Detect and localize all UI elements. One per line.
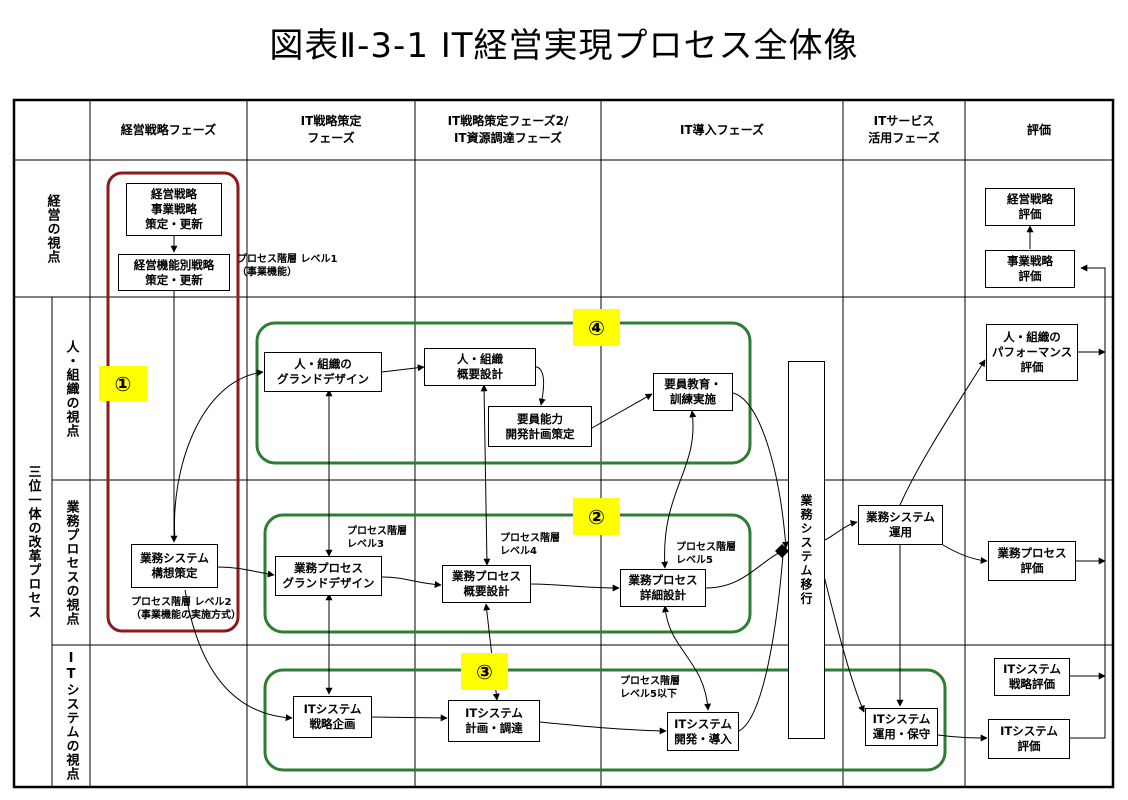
box-eval-biz-strategy: 事業戦略 評価	[985, 250, 1075, 288]
row-label-it: ITシステムの視点	[63, 651, 79, 781]
marker-4: ④	[573, 309, 620, 346]
box-mgmt-strategy: 経営戦略 事業戦略 策定・更新	[126, 183, 222, 236]
note-level2: プロセス階層 レベル2 （事業機能の実施方式）	[131, 597, 241, 621]
box-eval-it-strategy: ITシステム 戦略評価	[994, 658, 1070, 696]
box-func-strategy: 経営機能別戦略 策定・更新	[118, 254, 230, 291]
row-label-business: 業務プロセスの視点	[63, 499, 79, 626]
note-level4: プロセス階層 レベル4	[500, 533, 560, 557]
row-label-trinity: 三位一体の改革プロセス	[25, 465, 41, 619]
box-biz-grand-design: 業務プロセス グランドデザイン	[275, 556, 382, 596]
box-it-plan-procure: ITシステム 計画・調達	[448, 700, 540, 742]
box-biz-system-operation: 業務システム 運用	[858, 505, 943, 545]
group-3-outline	[263, 668, 947, 772]
box-staff-training: 要員教育・ 訓練実施	[653, 373, 733, 411]
header-phase-strategy: 経営戦略フェーズ	[120, 122, 217, 137]
header-phase-it-strategy: IT戦略策定 フェーズ	[300, 114, 362, 145]
box-biz-outline: 業務プロセス 概要設計	[442, 565, 531, 603]
note-level1: プロセス階層 レベル1 （事業機能）	[237, 254, 338, 278]
page-title: 図表Ⅱ-3-1 IT経営実現プロセス全体像	[269, 26, 859, 66]
box-biz-system-migration: 業務システム移行	[788, 361, 825, 739]
box-it-operation-maintenance: ITシステム 運用・保守	[865, 708, 938, 746]
group-1-outline	[106, 171, 240, 633]
box-it-dev-intro: ITシステム 開発・導入	[667, 712, 739, 751]
box-biz-detail: 業務プロセス 詳細設計	[620, 569, 706, 607]
box-eval-it-system: ITシステム 評価	[988, 719, 1070, 759]
connectors	[170, 225, 1106, 742]
group-4-outline	[255, 321, 752, 465]
box-eval-people-performance: 人・組織の パフォーマンス 評価	[986, 324, 1078, 381]
box-people-outline: 人・組織 概要設計	[424, 348, 536, 386]
box-staff-capability-plan: 要員能力 開発計画策定	[488, 406, 592, 447]
marker-2: ②	[573, 498, 620, 535]
marker-3: ③	[461, 653, 508, 690]
header-phase-it-introduction: IT導入フェーズ	[679, 122, 765, 137]
box-biz-system-concept: 業務システム 構想策定	[131, 544, 218, 588]
note-level5-below: プロセス階層 レベル5以下	[620, 676, 680, 700]
merge-diamond	[775, 544, 789, 558]
box-eval-mgmt-strategy: 経営戦略 評価	[985, 188, 1075, 226]
note-level5: プロセス階層 レベル5	[676, 542, 736, 566]
table-grid	[12, 98, 1115, 789]
marker-1: ①	[99, 366, 147, 401]
box-eval-biz-process: 業務プロセス 評価	[988, 541, 1076, 581]
row-label-management: 経営の視点	[44, 193, 60, 264]
header-phase-it-procurement: IT戦略策定フェーズ2/ IT資源調達フェーズ	[447, 114, 569, 145]
header-phase-it-service: ITサービス 活用フェーズ	[868, 114, 940, 145]
box-people-grand-design: 人・組織の グランドデザイン	[264, 352, 382, 392]
row-label-people: 人・組織の視点	[63, 339, 79, 438]
note-level3: プロセス階層 レベル3	[347, 526, 407, 550]
header-evaluation: 評価	[1026, 122, 1051, 137]
box-it-strategy-plan: ITシステム 戦略企画	[293, 696, 372, 738]
